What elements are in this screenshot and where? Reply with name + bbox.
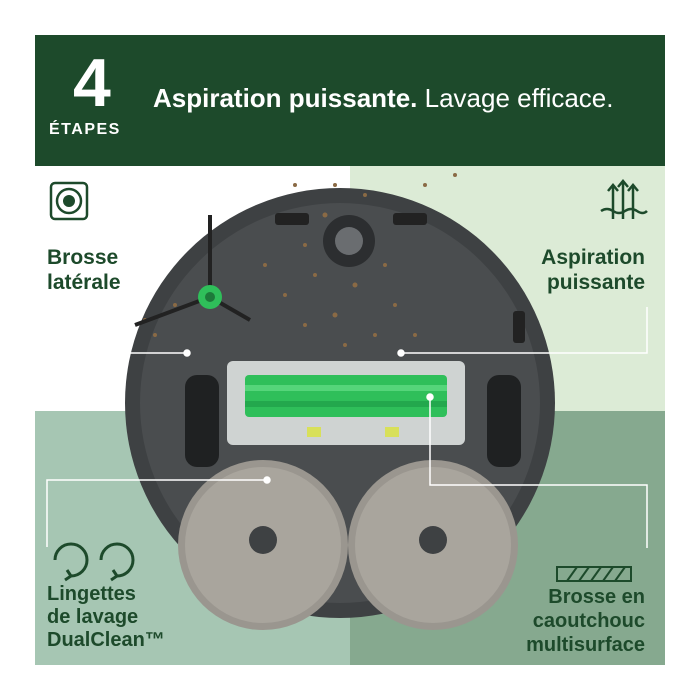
- headline: Aspiration puissante. Lavage efficace.: [153, 83, 614, 114]
- left-mop-pad: [178, 460, 348, 630]
- label-mop-pads-line2: de lavage: [47, 606, 139, 628]
- steps-label: ÉTAPES: [49, 121, 121, 138]
- callout-lines: [46, 307, 648, 548]
- label-suction-line1: Aspiration: [541, 246, 645, 269]
- label-mop-pads-line1: Lingettes: [47, 583, 136, 605]
- suction-icon: [600, 179, 648, 219]
- headline-regular: Lavage efficace.: [417, 83, 614, 113]
- right-mop-pad: [348, 460, 518, 630]
- label-side-brush-line2: latérale: [47, 271, 121, 294]
- roller-brush-icon: [556, 566, 632, 582]
- label-mop-pads: Lingettes de lavage DualClean™: [47, 583, 165, 652]
- label-rubber-brush-line2: caoutchouc: [532, 610, 645, 632]
- label-rubber-brush-line1: Brosse en: [548, 586, 645, 608]
- label-suction-line2: puissante: [546, 271, 645, 294]
- label-mop-pads-line3: DualClean™: [47, 629, 165, 651]
- label-suction: Aspiration puissante: [541, 245, 645, 295]
- right-wheel: [487, 375, 521, 467]
- headline-bold: Aspiration puissante.: [153, 83, 418, 113]
- debris-particles: [143, 173, 457, 347]
- side-brush: [134, 215, 251, 327]
- recycle-pads-icon: [53, 542, 135, 582]
- header-banner: 4 ÉTAPES Aspiration puissante. Lavage ef…: [35, 35, 665, 166]
- label-side-brush: Brosse latérale: [47, 245, 121, 295]
- left-wheel: [185, 375, 219, 467]
- step-count: 4: [73, 45, 111, 121]
- robot-illustration: [46, 173, 648, 630]
- product-infographic: 4 ÉTAPES Aspiration puissante. Lavage ef…: [35, 35, 665, 665]
- roller-brush: [245, 375, 447, 417]
- label-rubber-brush: Brosse en caoutchouc multisurface: [526, 585, 645, 657]
- side-brush-icon: [49, 181, 89, 221]
- label-rubber-brush-line3: multisurface: [526, 634, 645, 656]
- label-side-brush-line1: Brosse: [47, 246, 119, 269]
